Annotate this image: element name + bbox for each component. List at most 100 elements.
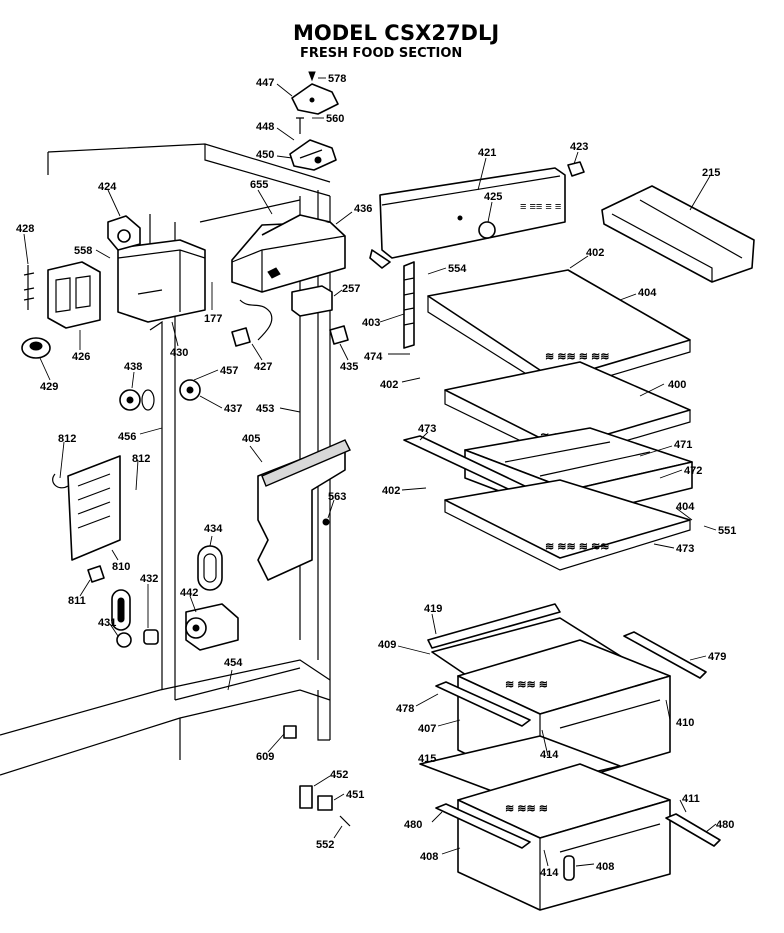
light-socket-426 <box>47 261 101 329</box>
label-578: 578 <box>328 73 346 85</box>
heater-810 <box>52 455 121 561</box>
harness-427 <box>231 299 273 347</box>
label-448: 448 <box>256 121 274 133</box>
label-811: 811 <box>68 595 86 607</box>
label-452: 452 <box>330 769 348 781</box>
clip-435 <box>329 325 349 345</box>
part-labels: 447 578 448 560 450 421 423 215 424 655 … <box>16 73 736 879</box>
label-423: 423 <box>570 141 588 153</box>
label-473-mid: 473 <box>418 423 436 435</box>
label-552: 552 <box>316 839 334 851</box>
label-472: 472 <box>684 465 702 477</box>
label-431: 431 <box>98 617 116 629</box>
cover-415 <box>419 735 621 795</box>
light-bulb-429 <box>21 337 51 359</box>
svg-text:≡ ≡≡ ≡ ≡: ≡ ≡≡ ≡ ≡ <box>520 201 561 213</box>
label-414-upper: 414 <box>540 749 559 761</box>
label-424: 424 <box>98 181 117 193</box>
svg-text:≋ ≋≋ ≋: ≋ ≋≋ ≋ <box>505 679 548 691</box>
clip-811 <box>87 565 105 583</box>
door-bin-215 <box>601 185 755 283</box>
label-436: 436 <box>354 203 372 215</box>
label-457: 457 <box>220 365 238 377</box>
wire-connector-257 <box>291 285 333 317</box>
lamp-432 <box>111 589 131 631</box>
label-402-mid: 402 <box>380 379 398 391</box>
label-442: 442 <box>180 587 198 599</box>
label-415: 415 <box>418 753 436 765</box>
knob-438 <box>119 389 155 411</box>
label-434: 434 <box>204 523 223 535</box>
label-435: 435 <box>340 361 358 373</box>
label-407: 407 <box>418 723 436 735</box>
roller-609 <box>283 725 297 739</box>
label-427: 427 <box>254 361 272 373</box>
label-429: 429 <box>40 381 58 393</box>
label-215: 215 <box>702 167 720 179</box>
label-428: 428 <box>16 223 34 235</box>
label-447: 447 <box>256 77 274 89</box>
thermostat-box-430 <box>117 239 206 323</box>
label-453: 453 <box>256 403 274 415</box>
fan-motor-442 <box>185 603 239 651</box>
label-408-right: 408 <box>596 861 614 873</box>
label-473-low: 473 <box>676 543 694 555</box>
diagram-title: MODEL CSX27DLJ <box>293 21 499 45</box>
hinge-452 <box>299 785 351 827</box>
label-177: 177 <box>204 313 222 325</box>
drawer-408: ≋ ≋≋ ≋ <box>435 763 721 911</box>
label-810: 810 <box>112 561 130 573</box>
damper-housing-655 <box>231 214 346 293</box>
label-257: 257 <box>342 283 360 295</box>
label-609: 609 <box>256 751 274 763</box>
label-402-top: 402 <box>586 247 604 259</box>
label-558: 558 <box>74 245 92 257</box>
label-812-right: 812 <box>132 453 150 465</box>
diagram-subtitle: FRESH FOOD SECTION <box>300 46 462 61</box>
label-437: 437 <box>224 403 242 415</box>
label-479-right: 479 <box>708 651 726 663</box>
label-432: 432 <box>140 573 158 585</box>
label-419: 419 <box>424 603 442 615</box>
label-404-low: 404 <box>676 501 695 513</box>
label-471: 471 <box>674 439 692 451</box>
bulb-431 <box>116 629 159 648</box>
label-402-low: 402 <box>382 485 400 497</box>
rail-479 <box>623 631 707 679</box>
label-414-lower: 414 <box>540 867 559 879</box>
wire-harness-428 <box>23 265 35 310</box>
label-451: 451 <box>346 789 364 801</box>
label-454: 454 <box>224 657 243 669</box>
control-panel-421: ≡ ≡≡ ≡ ≡ <box>369 161 585 269</box>
label-563: 563 <box>328 491 346 503</box>
label-812-left: 812 <box>58 433 76 445</box>
label-450: 450 <box>256 149 274 161</box>
label-551: 551 <box>718 525 736 537</box>
label-655: 655 <box>250 179 268 191</box>
label-478: 478 <box>396 703 414 715</box>
shelf-404-top: ≋ ≋≋ ≋ ≋≋ <box>427 269 691 393</box>
label-426: 426 <box>72 351 90 363</box>
bracket-part-448 <box>289 117 337 171</box>
label-438: 438 <box>124 361 142 373</box>
label-480-right: 480 <box>716 819 734 831</box>
label-425: 425 <box>484 191 502 203</box>
svg-text:≋ ≋≋ ≋ ≋≋: ≋ ≋≋ ≋ ≋≋ <box>545 351 609 363</box>
label-400: 400 <box>668 379 686 391</box>
cover-part-447 <box>291 71 339 115</box>
label-474: 474 <box>364 351 383 363</box>
label-403: 403 <box>362 317 380 329</box>
control-knob-424 <box>107 215 141 251</box>
label-554: 554 <box>448 263 467 275</box>
label-409: 409 <box>378 639 396 651</box>
shelf-rail-403 <box>403 261 415 349</box>
label-404-top: 404 <box>638 287 657 299</box>
label-410: 410 <box>676 717 694 729</box>
svg-text:≋ ≋≋ ≋: ≋ ≋≋ ≋ <box>505 803 548 815</box>
rail-419 <box>427 603 561 649</box>
label-430: 430 <box>170 347 188 359</box>
shelf-404-bottom: ≋ ≋≋ ≋ ≋≋ <box>444 479 691 571</box>
label-456: 456 <box>118 431 136 443</box>
label-560: 560 <box>326 113 344 125</box>
